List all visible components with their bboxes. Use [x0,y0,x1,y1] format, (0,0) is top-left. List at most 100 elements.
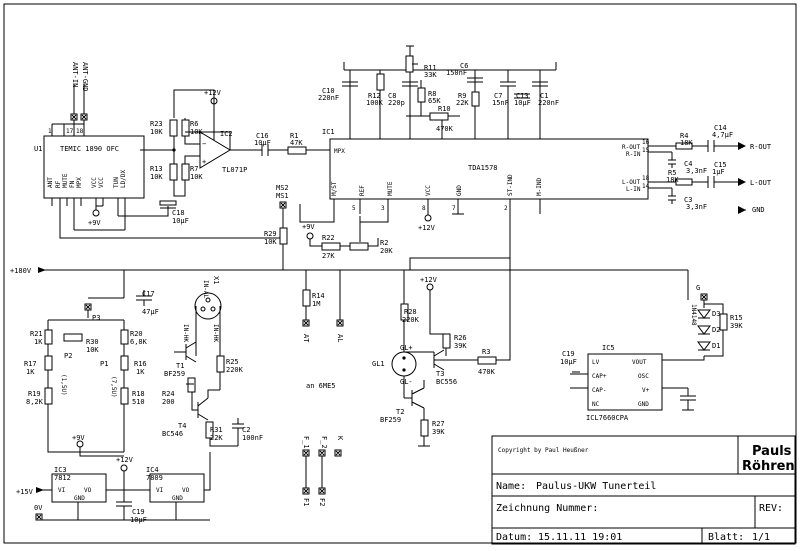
d2-label: D2 [712,326,720,334]
ic2-ref: IC2 [220,130,233,138]
regulators: +9V IC3 7812 VI VO GND IC4 7809 VI VO GN… [16,434,211,524]
r22-value: 27K [322,252,335,260]
ic1-pin-mst: M/ST [331,181,338,196]
ic5-pin-capm: CAP- [592,387,606,394]
name-value: Paulus-UKW Tunerteil [536,481,656,492]
d1-label: D1 [712,342,720,350]
ic1-pin-lin: L-IN [626,186,641,193]
ic1-pin-num-3: 3 [381,205,385,212]
c13-ref: C15 [714,161,727,169]
r16-value: 1K [136,368,145,376]
c15-ref: C18 [172,209,185,217]
c6-value: 150nF [446,69,467,77]
logo-line1: Pauls [752,444,792,459]
bias-network: P3 C17 47µF R21 1K P2 R30 10K R17 1K (1,… [24,280,159,453]
c17-ref: C19 [132,508,145,516]
f1-bottom-label: F1 [302,498,310,506]
ic1-pin-num-14: 14 [642,183,650,190]
in-hk-right-label: IN-HK [212,324,219,342]
v15-label: +15V [16,488,34,496]
ic1-pin-lout: L-OUT [622,179,640,186]
r25-value: 220K [226,366,244,374]
c7-ref: C7 [494,92,502,100]
r17-ref: R17 [24,360,37,368]
f1-top-label: F_1 [302,436,310,449]
r-out-label: R-OUT [750,143,772,151]
ic1-pin-mute: MUTE [387,181,394,196]
r31-value: 22K [210,434,223,442]
r23-ref: R23 [150,120,163,128]
u1-pin-num-b: 17 [66,128,74,135]
r30-ref: R30 [86,338,99,346]
r9-value: 22K [456,99,469,107]
ic1-filter-network: C10 220nF R12 100K C8 220p R11 33K R8 65… [318,45,559,139]
ic1-pin-vcc: VCC [425,185,432,196]
ic3-name: 7812 [54,474,71,482]
svg-text:−: − [202,140,206,148]
c4-value: 3,3nF [686,167,707,175]
c8-value: 220p [388,99,405,107]
u1-pin-tun: TUN [113,177,120,188]
r8-value: 65K [428,97,441,105]
r13-value: 10K [150,173,163,181]
ic5-pin-capp: CAP+ [592,373,607,380]
ic5-pin-vout: VOUT [632,359,647,366]
r9-ref: R9 [458,92,466,100]
gl1-label: GL1 [372,360,385,368]
r26-value: 39K [454,342,467,350]
sheet-label: Blatt: [708,532,744,543]
ic5-pin-nc: NC [592,401,600,408]
r28-ref: R28 [404,308,417,316]
r7-ref: R7 [190,165,198,173]
r24-value: 200 [162,398,175,406]
r8-ref: R8 [428,90,436,98]
r29-value: 10K [264,238,277,246]
u1-v9-label: +9V [88,219,101,227]
al-label: AL [336,334,344,342]
ic5-converter: IC5 ICL7660CPA LV VOUT CAP+ OSC CAP- V+ … [560,344,696,422]
ic4-name: 7809 [146,474,163,482]
u1-supply: +9V C18 10µF [59,200,283,239]
t1-type: BF259 [164,370,185,378]
ms2-label: MS2 [276,184,289,192]
c11-value: 10µF [514,99,531,107]
r27-ref: R27 [432,420,445,428]
ic2-opamp: − + IC2 TL071P +12V R23 10K R6 10K R13 1… [140,89,258,197]
f2-top-label: F_2 [320,436,328,449]
antenna-terminals: ANT-IN ANT-GND [70,62,89,124]
r27-value: 39K [432,428,445,436]
ic5-pin-osc: OSC [638,373,649,380]
c15-value: 10µF [172,217,189,225]
ic1-pin-mind: M-IND [536,178,543,196]
c11-ref: C13 [516,92,529,100]
rev-label: REV: [759,503,783,514]
ant-in-label: ANT-IN [71,62,79,87]
v1-5-label: (1,5U) [60,374,67,396]
r10-value: 470K [436,125,454,133]
mute-stage: MS2 MS1 R29 10K +9V R22 27K R2 20K +12V [264,184,436,270]
c2-value: 100nF [242,434,263,442]
t3-v12-label: +12V [420,276,438,284]
name-label: Name: [496,481,526,492]
reg-v9-label: +9V [72,434,85,442]
ic1-pin-rout: R-OUT [622,144,640,151]
at-label: AT [302,334,310,343]
r4-value: 18K [680,139,693,147]
c18-ref: C19 [562,350,575,358]
ant-gnd-label: ANT-GND [81,62,89,92]
ic1-pin-num-16: 16 [642,139,650,146]
t3-type: BC556 [436,378,457,386]
u1-pin-lddx: LD/DX [120,170,127,188]
l-out-label: L-OUT [750,179,772,187]
r3-value: 470K [478,368,496,376]
drawing-label: Zeichnung Nummer: [496,503,598,514]
c18-value: 10µF [560,358,577,366]
u1-ref: U1 [34,145,42,153]
v0-label: 0V [34,504,43,512]
r14-ref: R14 [312,292,325,300]
r14-stage: R14 1M AT AL an 6ME5 [302,270,344,390]
ic1-ref: IC1 [322,128,335,136]
diode-part-label: 1N4148 [690,304,697,326]
r30-value: 10K [86,346,99,354]
